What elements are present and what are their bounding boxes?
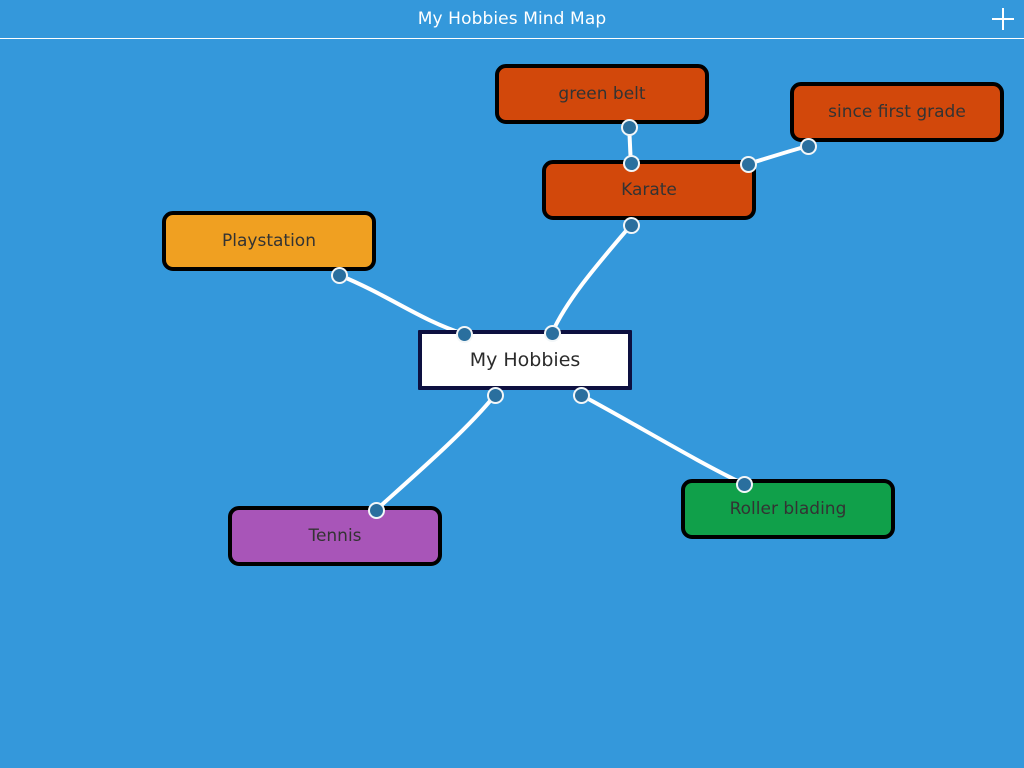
node-label-tennis: Tennis [308,526,362,546]
node-since-first-grade[interactable]: since first grade [790,82,1004,142]
add-node-button[interactable] [986,2,1020,36]
connection-handle-h-karate-bot[interactable] [622,216,640,234]
node-karate[interactable]: Karate [542,160,756,220]
node-label-since-first-grade: since first grade [828,102,966,122]
connection-handle-h-since-bl[interactable] [799,137,817,155]
connection-handle-h-root-tr[interactable] [543,324,561,342]
node-label-playstation: Playstation [222,231,316,251]
connection-handle-h-karate-top[interactable] [622,154,640,172]
connection-handle-h-greenbelt-bot[interactable] [620,118,638,136]
edge-e-playstation-root[interactable] [337,273,466,336]
connection-handle-h-roller-top[interactable] [735,475,753,493]
node-roller-blading[interactable]: Roller blading [681,479,895,539]
connection-handle-h-root-tl[interactable] [455,325,473,343]
connection-handle-h-playstation-br[interactable] [330,266,348,284]
node-label-roller-blading: Roller blading [729,499,847,519]
node-root[interactable]: My Hobbies [418,330,632,390]
connection-handle-h-root-br[interactable] [572,386,590,404]
node-label-green-belt: green belt [558,84,646,104]
connection-handle-h-karate-right[interactable] [739,155,757,173]
edge-layer [337,125,810,512]
edge-e-karate-root[interactable] [550,223,633,335]
edge-e-karate-since[interactable] [746,144,810,166]
connection-handle-h-tennis-top[interactable] [367,501,385,519]
title-bar: My Hobbies Mind Map [0,0,1024,39]
node-label-root: My Hobbies [469,349,581,371]
edge-e-root-roller[interactable] [579,393,746,486]
node-green-belt[interactable]: green belt [495,64,709,124]
node-playstation[interactable]: Playstation [162,211,376,271]
edge-e-root-tennis[interactable] [374,393,497,512]
connection-handle-h-root-bl[interactable] [486,386,504,404]
mind-map-canvas[interactable]: My Hobbies Karate green belt since first gr… [0,39,1024,768]
node-label-karate: Karate [621,180,677,200]
page-title: My Hobbies Mind Map [417,9,607,29]
node-tennis[interactable]: Tennis [228,506,442,566]
plus-icon-vertical [1002,8,1004,30]
